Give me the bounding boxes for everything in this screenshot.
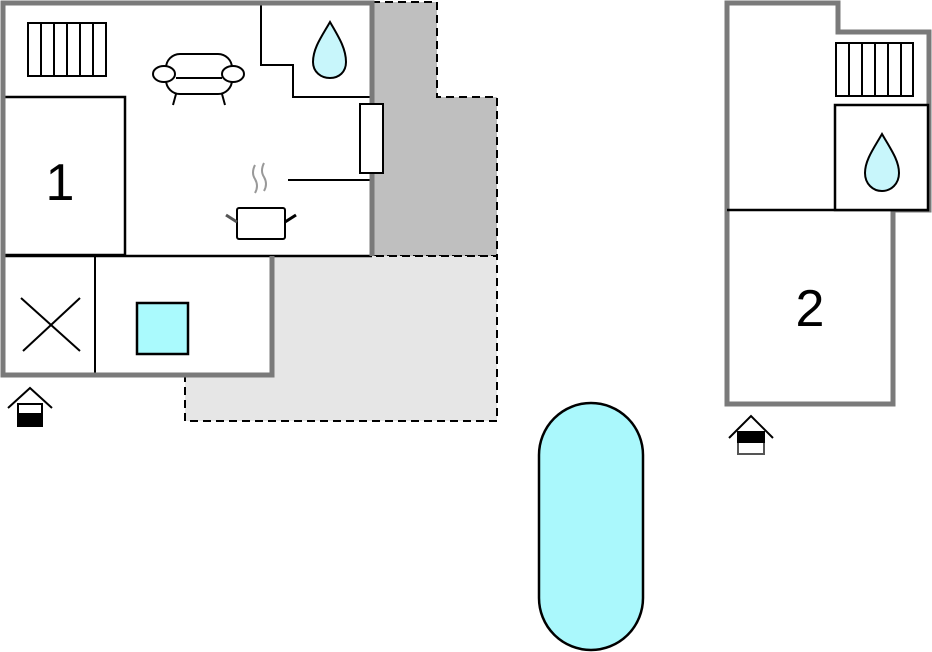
skylight-icon <box>135 301 190 356</box>
room-number-2: 2 <box>795 280 825 338</box>
sofa-icon <box>152 53 245 106</box>
room-number-1: 1 <box>45 154 75 212</box>
water-drop-icon <box>863 131 901 193</box>
entrance-icon <box>7 386 53 427</box>
window-icon <box>359 103 384 174</box>
entrance-icon <box>728 414 774 455</box>
pool-icon <box>537 401 645 652</box>
storage-x-icon <box>20 297 81 352</box>
building-1-wall <box>0 0 375 378</box>
covered-terrace <box>371 1 498 257</box>
bathroom-wall <box>260 2 371 98</box>
radiator-icon <box>27 22 107 77</box>
water-drop-icon <box>311 19 348 80</box>
cooking-pot-icon <box>225 162 297 240</box>
radiator-icon <box>835 42 914 97</box>
